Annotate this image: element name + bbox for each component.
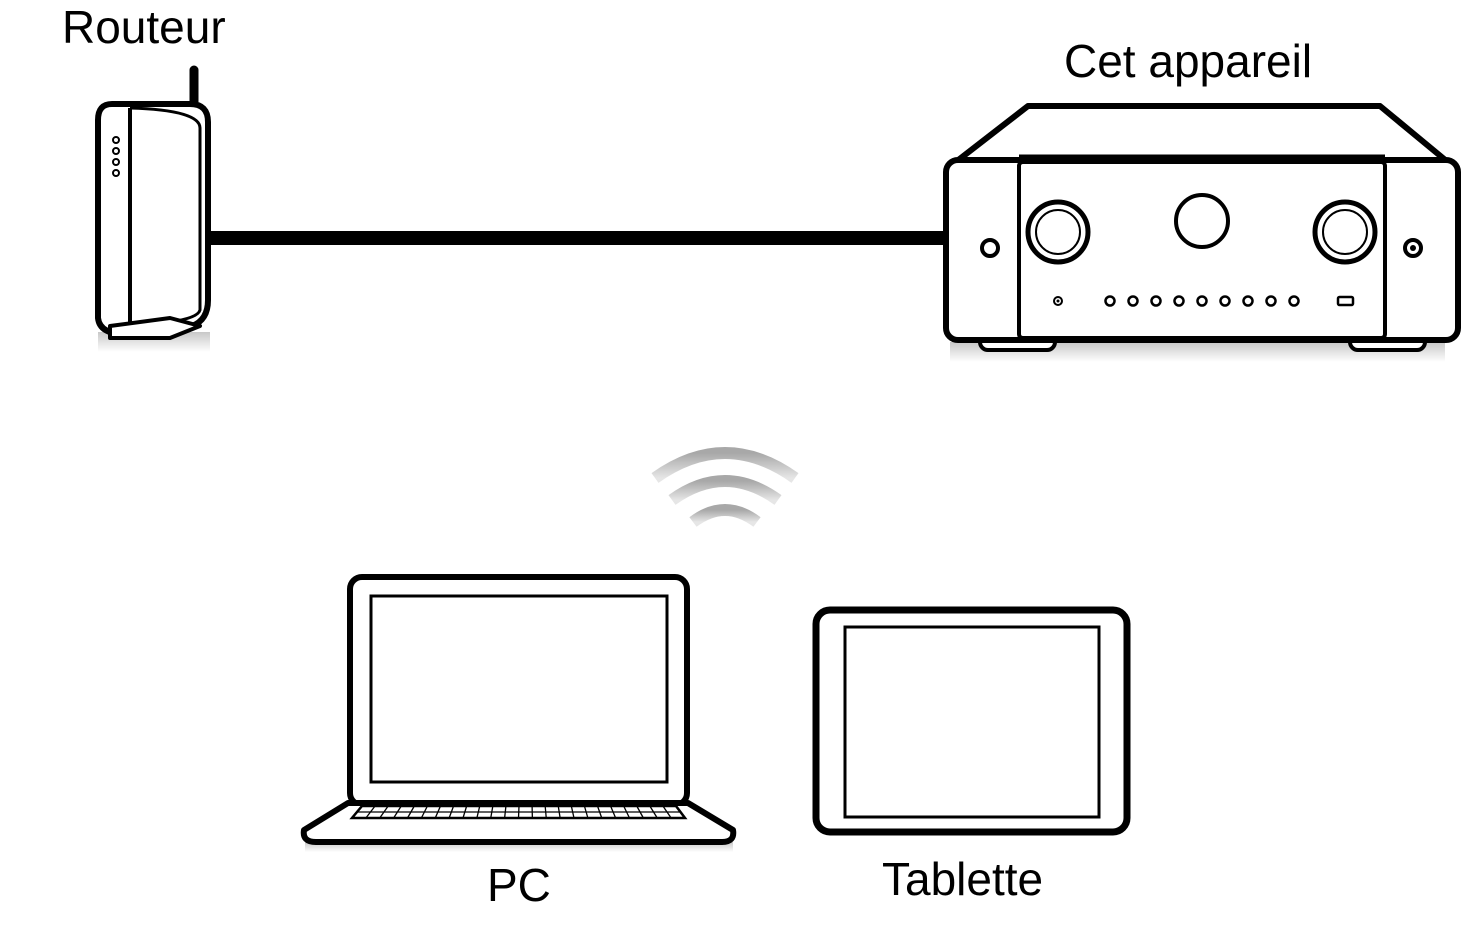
receiver-indicator-button — [1288, 295, 1300, 307]
receiver-indicator-button — [1196, 295, 1208, 307]
laptop-screen — [369, 594, 669, 784]
wifi-signal-icon — [651, 447, 799, 527]
router-led — [112, 169, 120, 177]
receiver-display — [1174, 193, 1230, 249]
receiver-shadow — [950, 342, 1445, 362]
router-led — [112, 147, 120, 155]
receiver-indicator-button — [1173, 295, 1185, 307]
receiver-knob-right-inner — [1322, 209, 1368, 255]
laptop-keys — [357, 805, 681, 819]
pc-label: PC — [487, 859, 551, 911]
tablet-screen — [843, 625, 1101, 819]
receiver-indicator-button — [1265, 295, 1277, 307]
av-receiver-icon — [943, 103, 1461, 362]
router-label: Routeur — [62, 1, 226, 53]
router-base — [108, 316, 202, 340]
receiver-usb-port — [1336, 295, 1355, 307]
receiver-indicator-button — [1127, 295, 1139, 307]
wifi-router-icon — [95, 65, 211, 352]
router-led — [112, 158, 120, 166]
receiver-indicator-button — [1242, 295, 1254, 307]
receiver-indicator-button — [1104, 295, 1116, 307]
wifi-wave-inner — [689, 504, 761, 527]
router-led — [112, 136, 120, 144]
wifi-wave-outer — [651, 447, 799, 483]
receiver-power-led-dot — [1056, 299, 1060, 303]
receiver-knob-left-inner — [1035, 209, 1081, 255]
wifi-wave-middle — [668, 475, 782, 505]
laptop-icon — [300, 574, 737, 852]
laptop-shadow — [305, 842, 733, 852]
receiver-indicator-button — [1219, 295, 1231, 307]
device-label: Cet appareil — [1064, 35, 1313, 87]
receiver-screw-left — [980, 238, 1000, 258]
receiver-indicator-row — [1104, 295, 1300, 307]
tablet-icon — [812, 606, 1131, 836]
tablet-label: Tablette — [882, 853, 1044, 905]
receiver-indicator-button — [1150, 295, 1162, 307]
receiver-front-panel — [1017, 160, 1387, 340]
receiver-screw-dot — [1410, 245, 1416, 251]
